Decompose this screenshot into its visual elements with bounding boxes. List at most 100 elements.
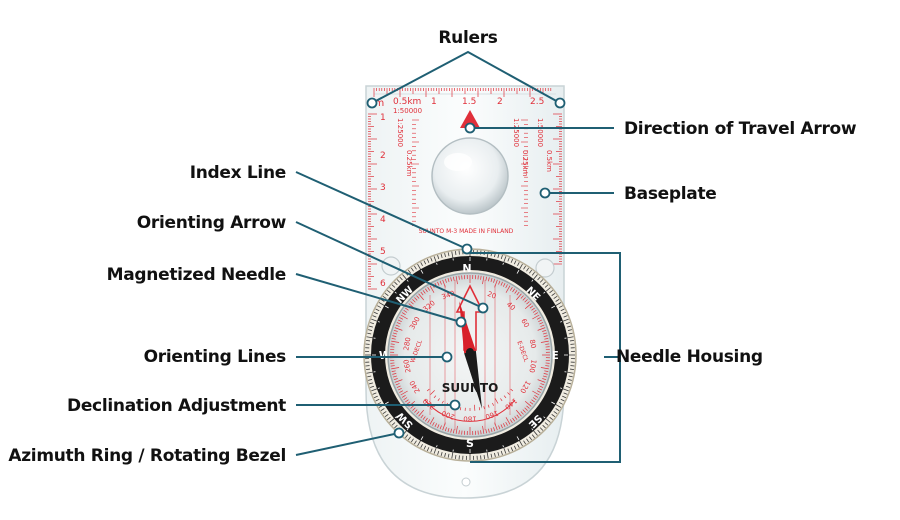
tick-mark xyxy=(523,440,526,445)
tick-mark xyxy=(450,428,452,433)
tick-mark xyxy=(410,438,414,443)
tick-mark xyxy=(372,392,377,395)
tick-mark xyxy=(514,416,518,420)
tick-mark xyxy=(478,407,481,411)
dial-number: 40 xyxy=(505,300,517,312)
tick-mark xyxy=(524,299,528,303)
tick-mark xyxy=(532,314,540,320)
tick-mark xyxy=(400,314,408,320)
tick-mark xyxy=(420,414,424,419)
tick-mark xyxy=(543,335,548,337)
tick-mark xyxy=(503,282,506,287)
tick-mark xyxy=(402,274,408,281)
tick-mark xyxy=(534,394,539,398)
tick-mark xyxy=(543,291,546,294)
tick-mark xyxy=(513,260,517,265)
tick-mark xyxy=(458,275,460,280)
tick-mark xyxy=(480,275,482,280)
tick-mark xyxy=(503,446,507,454)
tick-mark xyxy=(417,263,422,271)
tick-mark xyxy=(517,262,520,267)
tick-mark xyxy=(516,409,522,417)
tick-mark xyxy=(433,256,437,264)
tick-mark xyxy=(375,398,380,402)
dial-number: 60 xyxy=(519,317,530,329)
tick-mark xyxy=(394,416,397,419)
tick-mark xyxy=(389,417,396,423)
tick-mark xyxy=(567,329,572,331)
tick-mark xyxy=(414,297,418,301)
tick-mark xyxy=(427,286,431,291)
tick-mark xyxy=(563,392,568,395)
tick-mark xyxy=(537,379,546,383)
tick-mark xyxy=(566,325,572,328)
left-ruler-num-5: 5 xyxy=(380,247,386,257)
tick-mark xyxy=(368,379,373,381)
tick-mark xyxy=(488,277,490,282)
tick-mark xyxy=(507,448,510,453)
tick-mark xyxy=(412,299,416,303)
ruler-scale-label: 0.5km xyxy=(393,97,421,107)
tick-mark xyxy=(524,401,532,407)
tick-mark xyxy=(424,417,428,422)
tick-mark xyxy=(459,407,462,411)
tick-mark xyxy=(439,280,442,285)
tick-mark xyxy=(529,436,533,441)
tick-mark xyxy=(534,312,539,316)
tick-mark xyxy=(394,379,403,383)
tick-mark xyxy=(375,308,380,312)
tick-mark xyxy=(483,454,486,460)
cardinal-n: N xyxy=(462,262,471,275)
tick-mark xyxy=(451,451,454,459)
tick-mark xyxy=(430,448,433,453)
bezel-ticks xyxy=(372,257,568,453)
tick-mark xyxy=(368,382,374,385)
tick-mark xyxy=(526,301,530,305)
tick-mark xyxy=(497,253,500,259)
tick-mark xyxy=(393,332,398,335)
tick-mark xyxy=(406,279,409,282)
tick-mark xyxy=(503,423,506,428)
tick-mark xyxy=(505,417,511,425)
tick-mark xyxy=(536,317,541,320)
tick-mark xyxy=(568,375,573,378)
tick-mark xyxy=(498,425,501,430)
tick-mark xyxy=(377,305,382,308)
tick-mark xyxy=(401,394,406,398)
tick-mark xyxy=(367,375,372,378)
tick-mark xyxy=(540,367,549,370)
ruler-tick-2-5: 2.5 xyxy=(530,97,544,107)
ruler-tick-1-5: 1.5 xyxy=(462,97,476,107)
tick-mark xyxy=(558,305,563,308)
tick-mark xyxy=(567,379,572,381)
tick-mark xyxy=(370,385,375,388)
tick-mark xyxy=(563,315,568,318)
scale-left-ratio: 1:25000 xyxy=(396,118,404,147)
tick-mark xyxy=(551,292,556,296)
tick-mark xyxy=(500,281,503,286)
tick-mark xyxy=(396,385,401,388)
tick-mark xyxy=(391,340,400,343)
tick-mark xyxy=(532,274,538,281)
tick-mark xyxy=(368,329,373,331)
declination-scale xyxy=(424,399,516,422)
tick-mark xyxy=(532,309,537,313)
tick-mark xyxy=(447,252,450,257)
tick-mark xyxy=(392,335,397,337)
dial-number: 280 xyxy=(402,337,412,352)
left-ruler-num-2: 2 xyxy=(380,151,386,161)
tick-mark xyxy=(450,277,452,282)
tick-mark xyxy=(453,276,455,281)
tick-mark xyxy=(549,290,553,294)
tick-mark xyxy=(517,443,520,448)
tick-mark xyxy=(560,308,565,312)
tick-mark xyxy=(539,279,544,283)
tick-mark xyxy=(510,258,514,263)
tick-mark xyxy=(562,395,567,399)
tick-mark xyxy=(399,276,403,281)
tick-mark xyxy=(384,292,389,296)
tick-mark xyxy=(436,262,438,265)
tick-mark xyxy=(423,445,427,450)
tick-mark xyxy=(561,318,569,322)
